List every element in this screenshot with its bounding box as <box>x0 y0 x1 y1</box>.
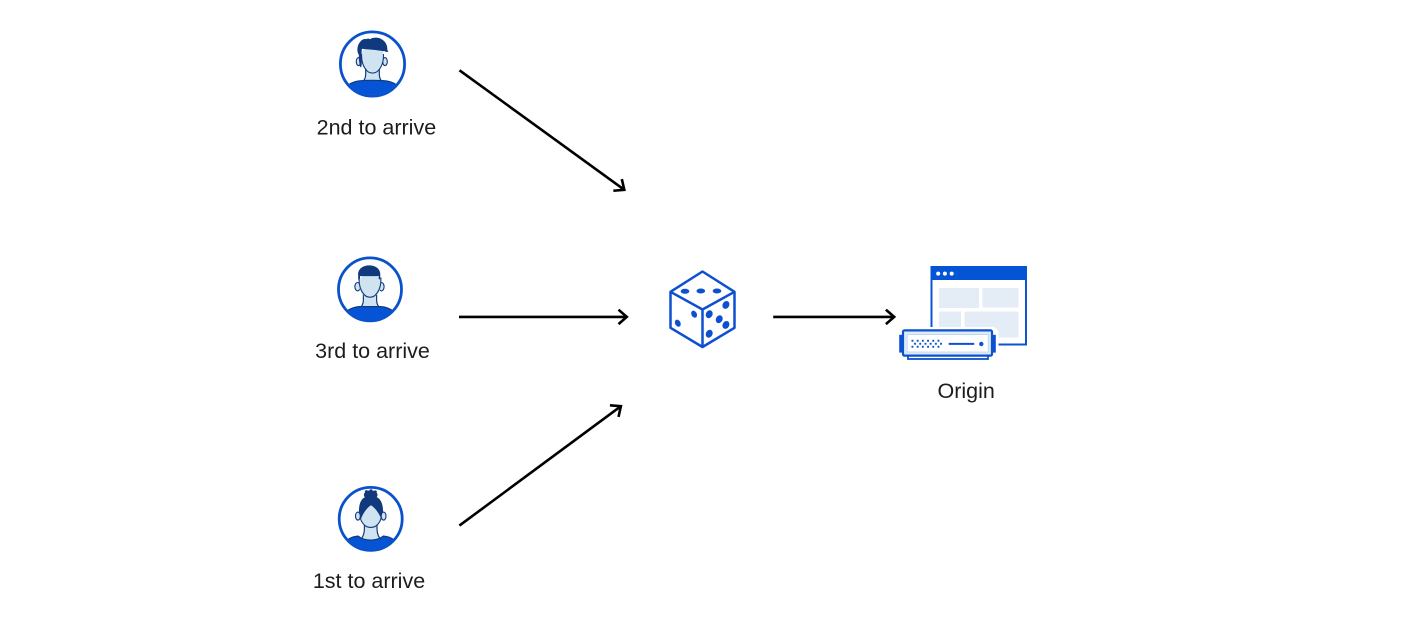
svg-text:2nd to arrive: 2nd to arrive <box>317 115 437 139</box>
svg-text:Origin: Origin <box>938 379 995 403</box>
svg-text:1st to arrive: 1st to arrive <box>313 569 425 593</box>
svg-text:3rd to arrive: 3rd to arrive <box>315 339 430 363</box>
